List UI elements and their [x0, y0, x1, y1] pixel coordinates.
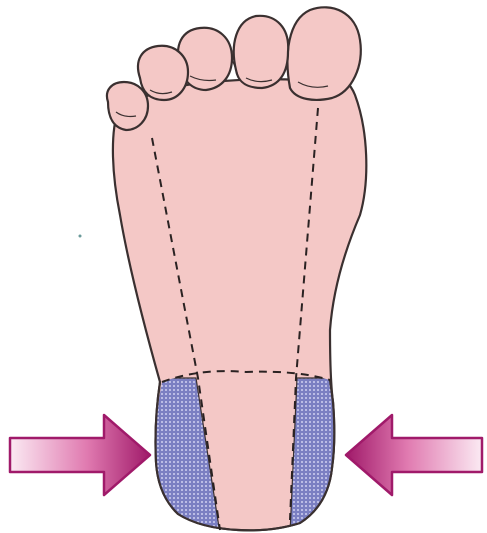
fourth-toe [138, 46, 188, 100]
heel-pad-right [290, 378, 345, 533]
big-toe [287, 7, 360, 100]
arrow-left-icon [346, 415, 482, 495]
second-toe [234, 16, 288, 88]
little-toe [107, 82, 148, 130]
arrow-right-icon [10, 415, 150, 495]
stray-dot [79, 235, 82, 238]
